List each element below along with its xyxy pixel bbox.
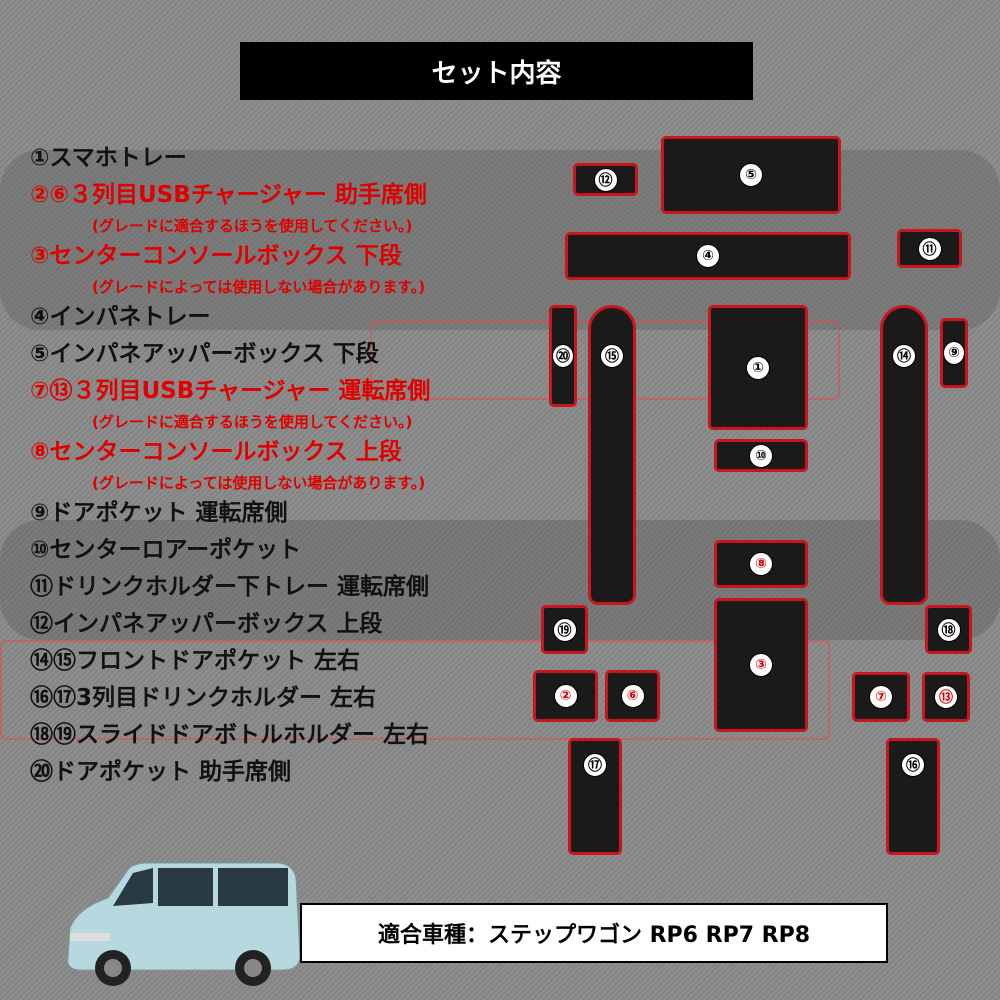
mat-number: ⑯	[901, 753, 925, 777]
item-label: ①スマホトレー	[30, 145, 187, 171]
mat-number: ⑩	[749, 443, 773, 468]
mat-number: ⑰	[583, 753, 607, 777]
item-list: ①スマホトレー ②⑥３列目USBチャージャー 助手席側 (グレードに適合するほうを使…	[30, 140, 550, 791]
item-label: ⑱⑲スライドドアボトルホルダー 左右	[30, 722, 430, 748]
mat-3: ③	[714, 598, 808, 732]
item-note: (グレードに適合するほうを使用してください。)	[92, 217, 413, 235]
item-label: ⑳ドアポケット 助手席側	[30, 759, 292, 785]
mat-8: ⑧	[714, 540, 808, 588]
mat-number: ⑧	[749, 552, 773, 576]
mat-18: ⑱	[925, 605, 972, 654]
mat-number: ④	[696, 244, 720, 268]
mat-7: ⑦	[852, 672, 910, 722]
mat-4: ④	[565, 232, 851, 280]
mat-19: ⑲	[541, 605, 588, 654]
mat-6: ⑥	[605, 670, 660, 722]
mat-number: ⑫	[593, 167, 618, 192]
mat-number: ①	[746, 355, 770, 380]
item-label: ⑤インパネアッパーボックス 下段	[30, 341, 379, 367]
mat-5: ⑤	[661, 136, 841, 214]
mat-number: ⑱	[936, 617, 961, 642]
mat-number: ②	[553, 684, 578, 708]
mat-number: ⑬	[934, 685, 958, 709]
mat-number: ⑪	[917, 236, 942, 261]
mat-20: ⑳	[549, 305, 577, 407]
mat-2: ②	[533, 670, 598, 722]
mat-16: ⑯	[886, 738, 940, 855]
mat-number: ⑭	[892, 344, 916, 368]
item-label: ④インパネトレー	[30, 304, 211, 330]
mat-number: ⑳	[552, 344, 574, 368]
mat-number: ⑦	[869, 685, 893, 709]
mat-number: ⑨	[943, 341, 965, 365]
item-label: ⑯⑰3列目ドリンクホルダー 左右	[30, 685, 377, 711]
mat-number: ⑮	[600, 344, 624, 368]
item-label: ⑪ドリンクホルダー下トレー 運転席側	[30, 574, 430, 600]
item-label: ⑭⑮フロントドアポケット 左右	[30, 648, 361, 674]
mat-15: ⑮	[588, 305, 636, 605]
item-note: (グレードによっては使用しない場合があります。)	[92, 474, 426, 492]
item-label: ⑦⑬３列目USBチャージャー 運転席側	[30, 378, 431, 404]
item-label: ⑧センターコンソールボックス 上段	[30, 439, 402, 465]
mat-9: ⑨	[940, 318, 968, 388]
car-image	[67, 862, 301, 986]
mat-number: ③	[749, 653, 773, 677]
item-label: ⑫インパネアッパーボックス 上段	[30, 611, 383, 637]
item-label: ⑨ドアポケット 運転席側	[30, 500, 288, 526]
item-label: ⑩センターロアーポケット	[30, 537, 302, 563]
compatible-models: 適合車種：ステップワゴン RP6 RP7 RP8	[300, 903, 888, 963]
dashboard-bg	[0, 520, 1000, 640]
mat-12: ⑫	[573, 163, 638, 196]
mat-number: ⑥	[620, 684, 645, 708]
mat-11: ⑪	[897, 229, 962, 268]
item-note: (グレードによっては使用しない場合があります。)	[92, 278, 426, 296]
section-title: セット内容	[240, 42, 753, 100]
mat-10: ⑩	[714, 439, 808, 472]
decor-line	[0, 640, 830, 740]
mat-17: ⑰	[568, 738, 622, 855]
mat-1: ①	[708, 305, 808, 430]
item-note: (グレードに適合するほうを使用してください。)	[92, 413, 413, 431]
mat-number: ⑲	[552, 617, 577, 642]
item-label: ③センターコンソールボックス 下段	[30, 243, 402, 269]
mat-14: ⑭	[880, 305, 928, 605]
mat-13: ⑬	[922, 672, 970, 722]
item-label: ②⑥３列目USBチャージャー 助手席側	[30, 182, 427, 208]
mat-number: ⑤	[739, 163, 763, 187]
